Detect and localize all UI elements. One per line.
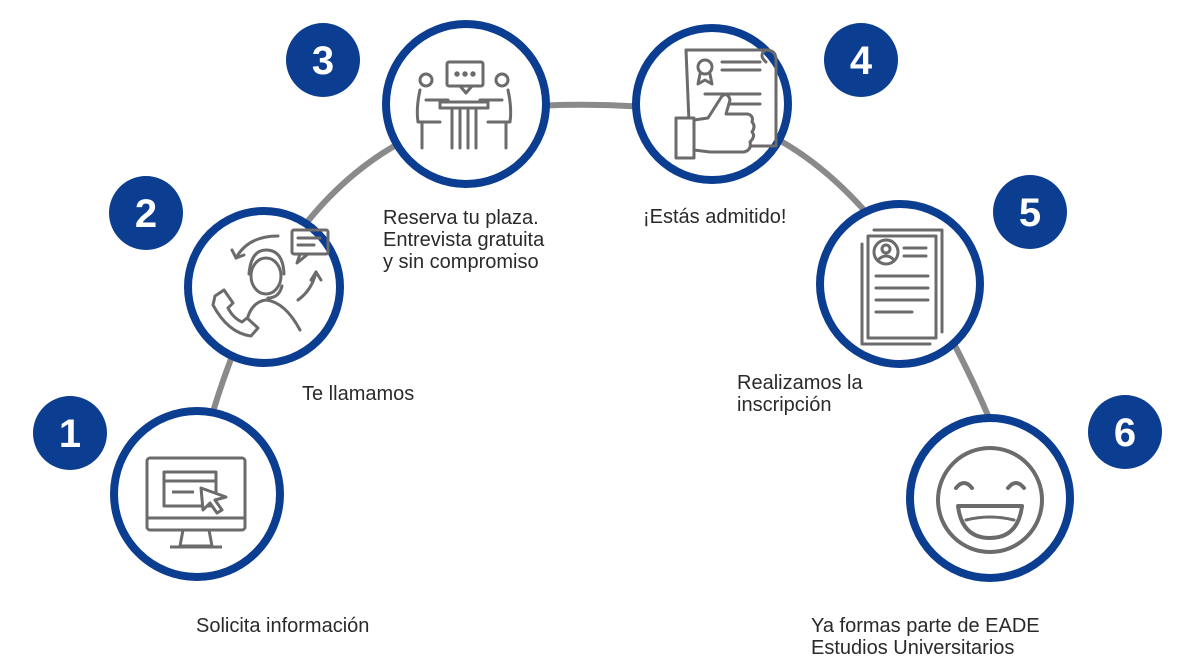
step-6: 6 <box>906 395 1162 582</box>
step-3-badge <box>286 23 360 97</box>
step-1-label: Solicita información <box>196 615 370 637</box>
step-5: 5 <box>816 175 1067 368</box>
step-6-label: Ya formas parte de EADE Estudios Univers… <box>811 615 1040 659</box>
step-4-label: ¡Estás admitido! <box>643 206 787 228</box>
smiley-face-icon <box>936 446 1044 554</box>
step-2-circle <box>184 207 344 367</box>
step-2-badge <box>109 176 183 250</box>
step-6-badge <box>1088 395 1162 469</box>
step-1-badge <box>33 396 107 470</box>
step-6-number: 6 <box>1114 411 1136 455</box>
step-3-number: 3 <box>312 39 334 83</box>
step-2: 2 <box>109 176 344 367</box>
step-6-circle <box>906 414 1074 582</box>
step-4: 4 <box>632 23 898 184</box>
step-5-label: Realizamos la inscripción <box>737 372 863 416</box>
step-1-number: 1 <box>59 412 81 456</box>
certificate-thumbs-up-icon <box>674 48 778 160</box>
step-5-badge <box>993 175 1067 249</box>
step-3: 3 <box>286 20 550 188</box>
computer-cursor-icon <box>145 456 247 549</box>
step-3-circle <box>382 20 550 188</box>
enrollment-document-icon <box>860 228 944 346</box>
meeting-interview-icon <box>415 60 513 150</box>
step-1-circle <box>110 407 284 581</box>
call-center-agent-icon <box>211 228 330 338</box>
step-5-number: 5 <box>1019 191 1041 235</box>
step-5-circle <box>816 200 984 368</box>
step-3-label: Reserva tu plaza. Entrevista gratuita y … <box>383 207 545 273</box>
step-4-badge <box>824 23 898 97</box>
step-4-number: 4 <box>850 39 873 83</box>
step-1: 1 <box>33 396 284 581</box>
step-2-number: 2 <box>135 192 157 236</box>
step-2-label: Te llamamos <box>302 383 415 405</box>
